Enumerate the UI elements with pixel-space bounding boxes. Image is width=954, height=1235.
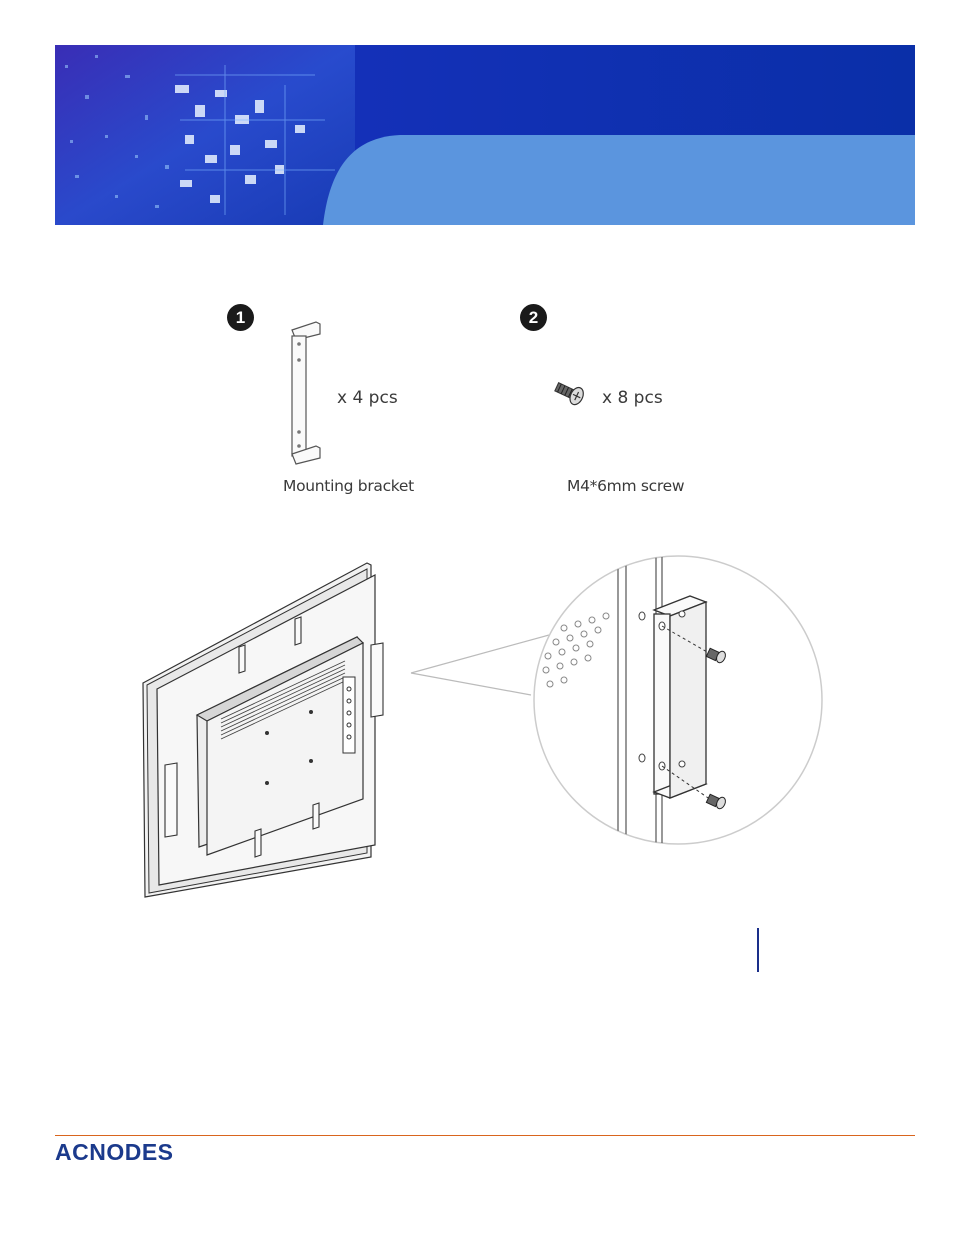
- banner-accent-shape: [323, 135, 915, 225]
- step-number-1-badge: 1: [227, 304, 254, 331]
- acnodes-logo: ACNODES: [55, 1140, 215, 1166]
- screw-quantity: x 8 pcs: [602, 388, 663, 408]
- screw-icon: [553, 376, 589, 412]
- svg-text:ACNODES: ACNODES: [55, 1140, 174, 1165]
- vertical-accent-bar: [757, 928, 759, 972]
- step-number-2-badge: 2: [520, 304, 547, 331]
- header-banner: [55, 45, 915, 225]
- mounting-bracket-quantity: x 4 pcs: [337, 388, 398, 408]
- mounting-bracket-caption: Mounting bracket: [283, 477, 414, 495]
- footer-rule: [55, 1135, 915, 1136]
- screw-caption: M4*6mm screw: [567, 477, 684, 495]
- monitor-rear-illustration: [135, 555, 415, 905]
- mounting-bracket-icon: [284, 318, 324, 466]
- bracket-detail-magnified-view: [530, 552, 830, 852]
- circuit-board-image: [55, 45, 355, 225]
